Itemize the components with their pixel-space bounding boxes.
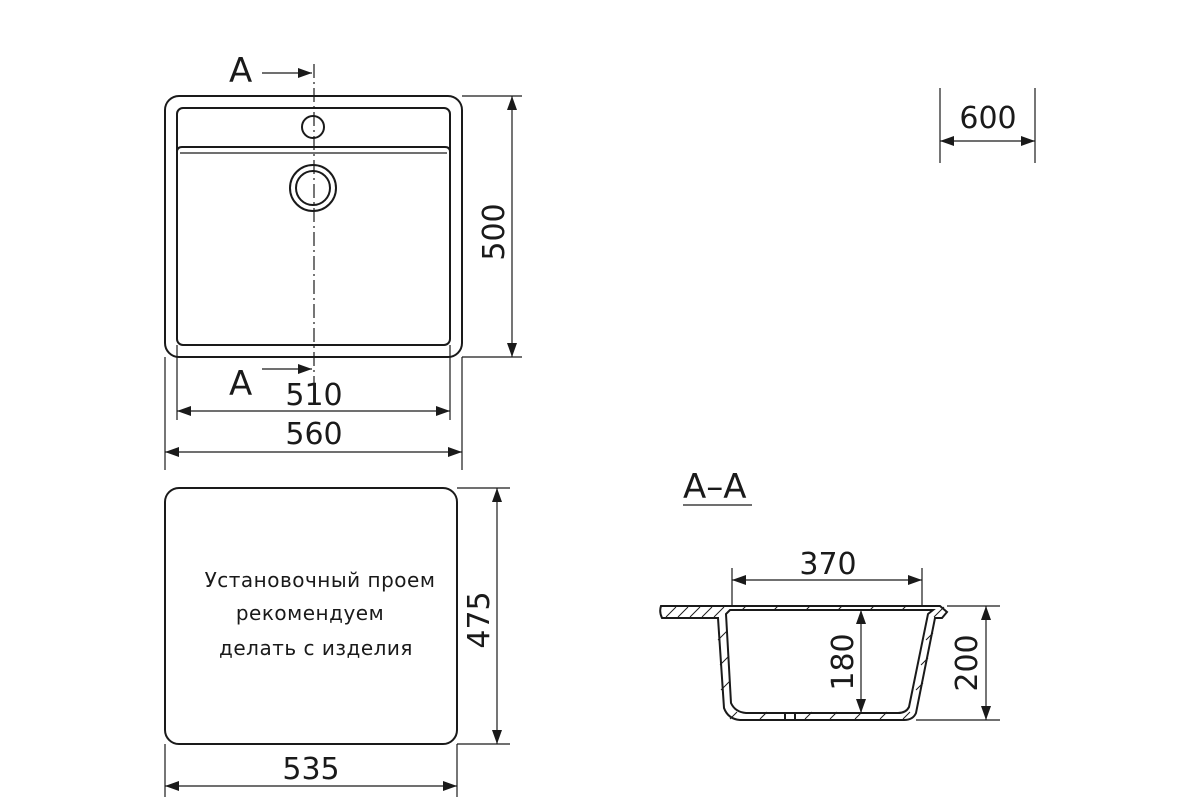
cross-section-hatching (665, 605, 945, 720)
cutout-note-line-2: рекомендуем (236, 601, 384, 625)
section-mark-bottom-label: A (229, 364, 252, 404)
sink-cross-section (659, 605, 949, 721)
dimension-outer-height-value: 500 (477, 203, 512, 260)
section-mark-top: A (229, 51, 312, 91)
section-mark-top-label: A (229, 51, 252, 91)
dimension-bowl-width: 370 (731, 547, 923, 606)
cross-section-drain-recess (784, 712, 796, 720)
sink-top-view (164, 64, 463, 395)
cutout-note-line-1: Установочный проем (205, 568, 436, 592)
dimension-reference-width: 600 (939, 88, 1036, 163)
dimension-bowl-width-value: 370 (799, 547, 856, 582)
dimension-inner-width-value: 510 (285, 378, 342, 413)
cutout-outline (164, 487, 458, 745)
dimension-bowl-depth: 180 (826, 610, 866, 713)
dimension-outer-height: 500 (462, 95, 522, 358)
dimension-outer-width-value: 560 (285, 417, 342, 452)
section-view-title-text: А–А (683, 467, 747, 507)
mounting-cutout-view: Установочный проем рекомендуем делать с … (164, 487, 458, 745)
faucet-hole (301, 115, 325, 139)
dimension-total-depth: 200 (916, 605, 1000, 721)
section-view-title: А–А (683, 467, 752, 507)
dimension-bowl-depth-value: 180 (826, 633, 861, 690)
dimension-cutout-width: 535 (164, 744, 458, 797)
dimension-total-depth-value: 200 (950, 634, 985, 691)
drain-inner-ring (295, 170, 331, 206)
cutout-note-line-3: делать с изделия (219, 636, 413, 660)
dimension-inner-width: 510 (176, 345, 451, 420)
dimension-cutout-height: 475 (457, 487, 510, 745)
cross-section-outer-profile (659, 605, 949, 721)
cross-section-inner-profile (724, 609, 936, 714)
dimension-cutout-width-value: 535 (282, 752, 339, 787)
dimension-outer-width: 560 (164, 357, 463, 470)
dimension-cutout-height-value: 475 (462, 591, 497, 648)
dimension-reference-width-value: 600 (959, 101, 1016, 136)
drain-outer-ring (289, 164, 337, 212)
section-mark-bottom: A (229, 364, 312, 404)
